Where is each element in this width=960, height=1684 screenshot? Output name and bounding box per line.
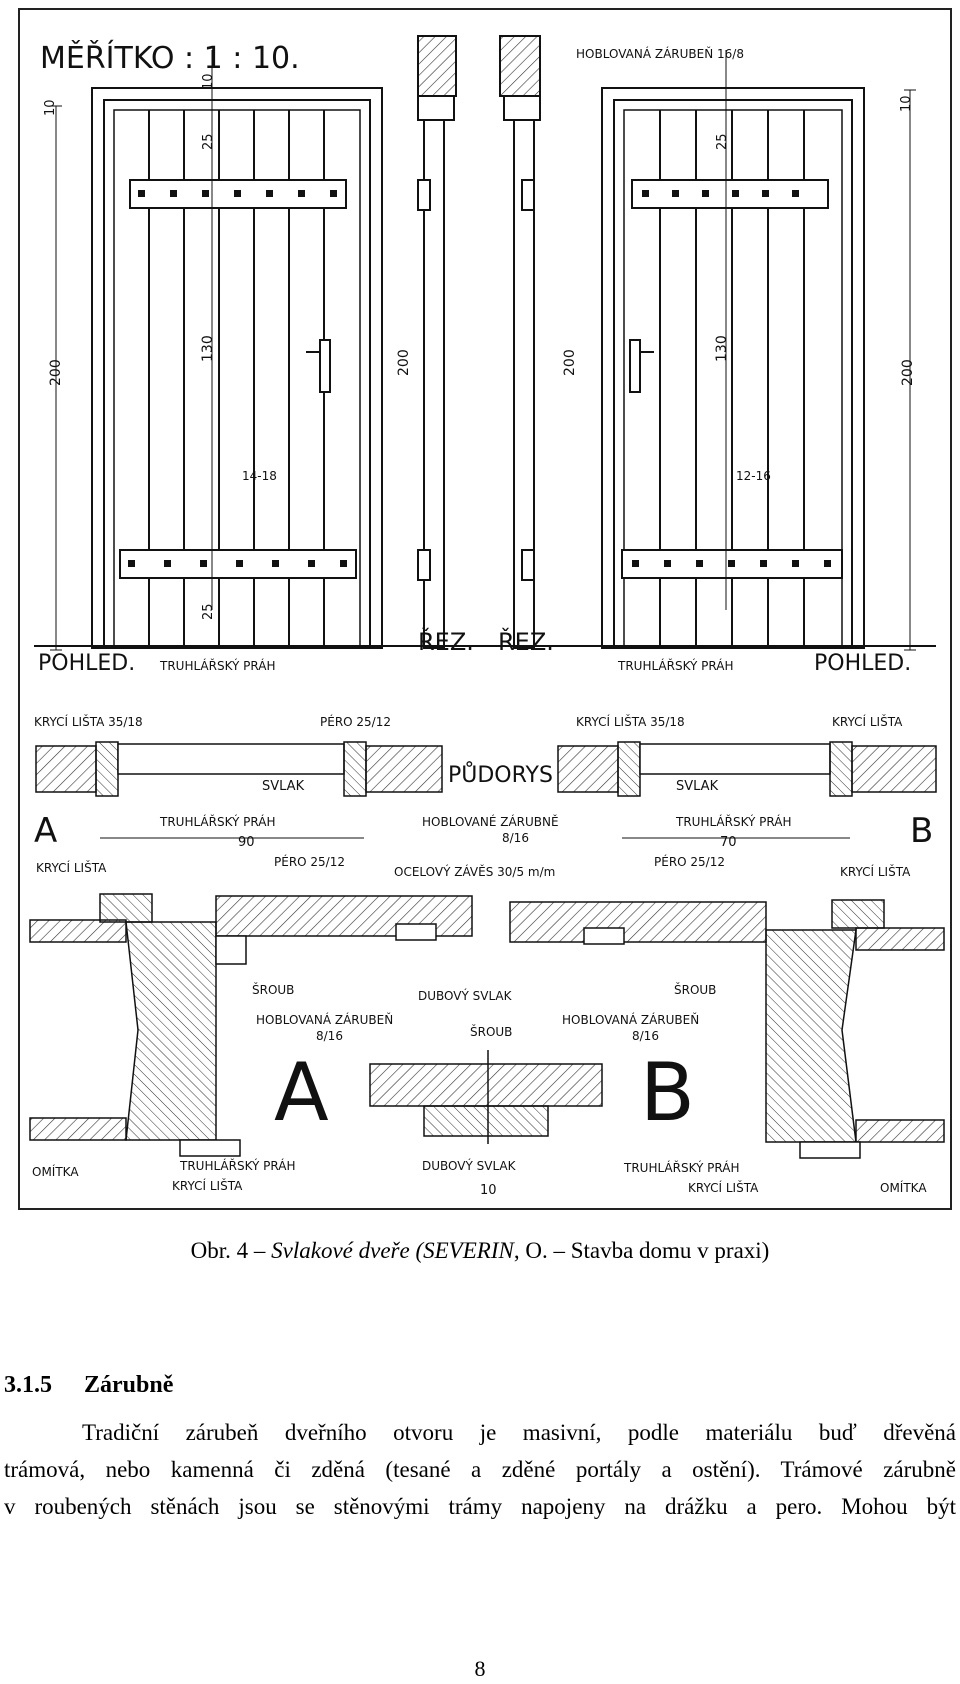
section-heading: 3.1.5 Zárubně — [4, 1372, 173, 1399]
plan-title: PŮDORYS — [448, 761, 553, 788]
dim-10-left: 10 — [43, 99, 58, 116]
left-dimension-lines — [50, 50, 213, 651]
paragraph-line-1: Tradiční zárubeň dveřního otvoru je masi… — [82, 1420, 956, 1445]
caption-prefix: Obr. 4 – — [190, 1238, 272, 1263]
dim-10-right: 10 — [899, 95, 914, 112]
view-label-left: POHLED. — [38, 651, 135, 676]
section-title: Zárubně — [84, 1372, 174, 1398]
section-label-left: ŘEZ. — [418, 627, 474, 656]
scale-title: MĚŘÍTKO : 1 : 10. — [40, 40, 300, 76]
tongue-label-plan: PÉRO 25/12 — [320, 714, 391, 729]
plan-threshold-right: TRUHLÁŘSKÝ PRÁH — [675, 814, 792, 829]
detail-cover-strip-bottom-right: KRYCÍ LIŠTA — [688, 1180, 759, 1195]
dim-200-right: 200 — [900, 359, 916, 386]
detail-threshold-left: TRUHLÁŘSKÝ PRÁH — [179, 1158, 296, 1173]
dim-70: 70 — [720, 835, 737, 850]
dim-25-bottom-left: 25 — [201, 603, 216, 620]
planed-frames-label: HOBLOVANÉ ZÁRUBNĚ — [422, 814, 559, 829]
plan-letter-a: A — [34, 811, 57, 851]
detail-tongue-left: PÉRO 25/12 — [274, 854, 345, 869]
caption-title: Svlakové dveře (SEVERIN — [271, 1238, 514, 1263]
plan-letter-b: B — [910, 811, 933, 851]
section-label-right: ŘEZ. — [498, 627, 554, 656]
cover-strip-label-left: KRYCÍ LIŠTA 35/18 — [34, 714, 143, 729]
dim-200-section-right: 200 — [562, 349, 578, 376]
detail-center — [369, 1050, 603, 1144]
planed-frame-top-label: HOBLOVANÁ ZÁRUBEŇ 16/8 — [576, 46, 744, 61]
dim-130-left: 130 — [200, 335, 216, 362]
detail-cover-strip-bottom-left: KRYCÍ LIŠTA — [172, 1178, 243, 1193]
detail-tongue-right: PÉRO 25/12 — [654, 854, 725, 869]
planed-frames-dim: 8/16 — [502, 831, 529, 845]
dim-14-18: 14-18 — [242, 469, 277, 483]
detail-cover-strip-left: KRYCÍ LIŠTA — [36, 860, 107, 875]
dim-130-right: 130 — [714, 335, 730, 362]
oak-batten-label: DUBOVÝ SVLAK — [418, 988, 513, 1003]
door-sections — [417, 35, 541, 649]
cover-strip-label-far-right: KRYCÍ LIŠTA — [832, 714, 903, 729]
left-batten-bolts — [128, 190, 347, 567]
view-label-right: POHLED. — [814, 651, 911, 676]
batten-label-left: SVLAK — [262, 779, 305, 794]
caption-source: , O. – Stavba domu v praxi) — [513, 1238, 770, 1263]
detail-cover-strip-right: KRYCÍ LIŠTA — [840, 864, 911, 879]
steel-hinge-label: OCELOVÝ ZÁVĚS 30/5 m/m — [394, 864, 555, 879]
figure-caption: Obr. 4 – Svlakové dveře (SEVERIN, O. – S… — [0, 1238, 960, 1264]
threshold-label-right: TRUHLÁŘSKÝ PRÁH — [617, 658, 734, 673]
dim-10-center: 10 — [480, 1183, 497, 1198]
detail-letter-a: A — [274, 1046, 329, 1139]
dim-90: 90 — [238, 835, 255, 850]
planed-frame-label-right: HOBLOVANÁ ZÁRUBEŇ — [562, 1012, 699, 1027]
detail-b — [509, 899, 945, 1159]
planed-frame-dim-right: 8/16 — [632, 1029, 659, 1043]
dim-200-left: 200 — [48, 359, 64, 386]
left-door-elevation — [91, 87, 383, 649]
planed-frame-dim-left: 8/16 — [316, 1029, 343, 1043]
detail-threshold-right: TRUHLÁŘSKÝ PRÁH — [623, 1160, 740, 1175]
right-batten-bolts — [632, 190, 831, 567]
detail-letter-b: B — [640, 1046, 695, 1139]
body-paragraph: Tradiční zárubeň dveřního otvoru je masi… — [4, 1414, 956, 1525]
plan-threshold-left: TRUHLÁŘSKÝ PRÁH — [159, 814, 276, 829]
technical-drawing: MĚŘÍTKO : 1 : 10. — [29, 35, 945, 1198]
cover-strip-label-right: KRYCÍ LIŠTA 35/18 — [576, 714, 685, 729]
dim-25-top-left: 25 — [201, 133, 216, 150]
dim-10-top-left: 10 — [201, 73, 216, 90]
oak-batten-label-center: DUBOVÝ SVLAK — [422, 1158, 517, 1173]
dim-200-section-left: 200 — [396, 349, 412, 376]
screw-label-center: ŠROUB — [470, 1024, 512, 1039]
right-door-elevation — [601, 87, 865, 649]
page-number: 8 — [474, 1656, 486, 1681]
screw-label-left: ŠROUB — [252, 982, 294, 997]
right-dimension-lines — [725, 50, 916, 651]
plaster-label-left: OMÍTKA — [32, 1164, 79, 1179]
batten-label-right: SVLAK — [676, 779, 719, 794]
plan-view — [35, 741, 937, 797]
detail-a — [29, 893, 473, 1157]
plaster-label-right: OMÍTKA — [880, 1180, 927, 1195]
door-drawing-figure: MĚŘÍTKO : 1 : 10. — [18, 8, 952, 1210]
screw-label-right: ŠROUB — [674, 982, 716, 997]
dim-25-top-right: 25 — [715, 133, 730, 150]
paragraph-line-3: v roubených stěnách jsou se stěnovými tr… — [4, 1494, 956, 1519]
dim-12-16: 12-16 — [736, 469, 771, 483]
paragraph-line-2: trámová, nebo kamenná či zděná (tesané a… — [4, 1457, 956, 1482]
planed-frame-label-left: HOBLOVANÁ ZÁRUBEŇ — [256, 1012, 393, 1027]
section-number: 3.1.5 — [4, 1372, 52, 1398]
threshold-label-left: TRUHLÁŘSKÝ PRÁH — [159, 658, 276, 673]
